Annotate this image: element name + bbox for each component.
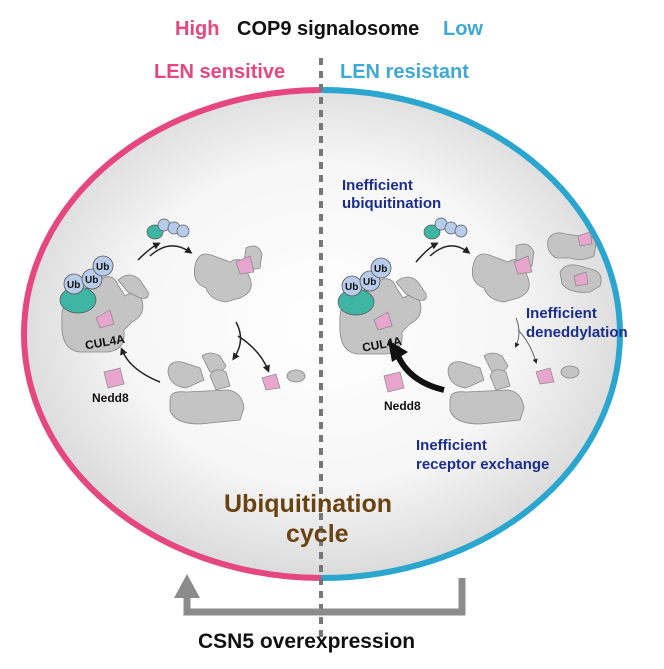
ineff-ubiq-line1: Inefficient	[342, 177, 413, 194]
header-high: High	[175, 18, 219, 40]
ub-label-r1: Ub	[345, 282, 358, 293]
arrow-to-free	[149, 245, 193, 257]
ub-label-1: Ub	[67, 280, 80, 291]
cell-outline-left	[21, 87, 321, 581]
footer-label: CSN5 overexpression	[198, 630, 415, 653]
arrow-neddylation-bold	[395, 354, 445, 393]
cycle-line2: cycle	[286, 520, 349, 548]
feedback-arrowhead	[174, 574, 200, 598]
crl4-free-left	[193, 245, 263, 303]
receptor-icon	[95, 309, 115, 329]
ineff-rec-line2: receptor exchange	[416, 456, 549, 473]
free-receptor-icon	[261, 373, 281, 391]
arrow-deneddylation	[232, 321, 242, 361]
deneddylated-right	[447, 352, 580, 425]
right-title: LEN resistant	[340, 61, 469, 83]
header-low: Low	[443, 18, 483, 40]
deneddylated-left	[167, 352, 306, 425]
ineff-ubiq-line2: ubiquitination	[342, 195, 441, 212]
left-title: LEN sensitive	[154, 61, 285, 83]
header-csn: COP9 signalosome	[237, 18, 419, 40]
ub-label-r2: Ub	[363, 277, 376, 288]
receptor-icon-2	[235, 255, 255, 275]
arrow-exchange	[237, 335, 270, 373]
ineff-dened-line2: deneddylation	[526, 324, 628, 341]
nedd8-icon-right	[383, 371, 405, 393]
arrow-neddylation	[120, 347, 161, 383]
crl4-free-right	[471, 231, 602, 303]
left-cycle: Ub Ub Ub CUL4A Nedd8	[59, 218, 306, 425]
nedd8-icon	[103, 367, 125, 389]
ub-label-3: Ub	[96, 262, 109, 273]
feedback-arrow	[183, 578, 466, 616]
ineff-dened-line1: Inefficient	[526, 305, 597, 322]
cycle-line1: Ubiquitination	[224, 490, 392, 518]
ineff-rec-line1: Inefficient	[416, 437, 487, 454]
nedd8-label-right: Nedd8	[384, 399, 421, 413]
ub-icon-3	[92, 255, 114, 277]
cul4a-label: CUL4A	[84, 332, 126, 353]
nedd8-label: Nedd8	[92, 391, 129, 405]
crl4-complex-left: Ub Ub Ub CUL4A	[59, 255, 149, 353]
right-cycle: Inefficient ubiquitination Ub Ub Ub CUL4…	[337, 177, 628, 473]
ub-label-r3: Ub	[374, 264, 387, 275]
arrow-release	[137, 242, 161, 261]
ub-label-2: Ub	[85, 275, 98, 286]
